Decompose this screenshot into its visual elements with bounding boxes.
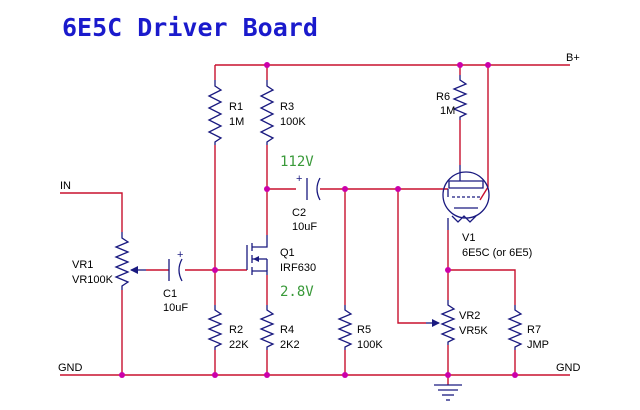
c2-value: 10uF bbox=[292, 221, 317, 233]
r3-value: 100K bbox=[280, 116, 306, 128]
r4-ref: R4 bbox=[280, 324, 294, 336]
mosfet-q1-symbol bbox=[246, 235, 268, 275]
capacitor-c2-symbol: + bbox=[296, 173, 321, 201]
drain-voltage-label: 112V bbox=[280, 154, 314, 170]
r2-value: 22K bbox=[229, 339, 249, 351]
r7-value: JMP bbox=[527, 339, 549, 351]
r4-value: 2K2 bbox=[280, 339, 300, 351]
capacitor-c1-symbol: + bbox=[168, 249, 183, 282]
r1-ref: R1 bbox=[229, 101, 243, 113]
potentiometer-vr2-symbol bbox=[440, 300, 456, 345]
v1-ref: V1 bbox=[462, 232, 475, 244]
tube-v1-symbol bbox=[442, 165, 490, 230]
c1-ref: C1 bbox=[163, 288, 177, 300]
vr1-ref: VR1 bbox=[72, 259, 93, 271]
vr2-ref: VR2 bbox=[459, 310, 480, 322]
junction-dots bbox=[119, 62, 518, 378]
net-label-gnd-left: GND bbox=[58, 362, 83, 374]
svg-text:+: + bbox=[177, 249, 183, 261]
r7-ref: R7 bbox=[527, 324, 541, 336]
resistor-r5-symbol bbox=[337, 305, 353, 350]
r1-value: 1M bbox=[229, 116, 244, 128]
resistor-r3-symbol bbox=[259, 80, 275, 145]
r6-ref: R6 bbox=[436, 91, 450, 103]
c2-ref: C2 bbox=[292, 207, 306, 219]
r5-value: 100K bbox=[357, 339, 383, 351]
vr2-value: VR5K bbox=[459, 325, 488, 337]
resistor-r1-symbol bbox=[207, 80, 223, 145]
ground-icon bbox=[434, 384, 462, 401]
v1-value: 6E5C (or 6E5) bbox=[462, 247, 532, 259]
resistor-r2-symbol bbox=[207, 305, 223, 350]
r3-ref: R3 bbox=[280, 101, 294, 113]
net-label-in: IN bbox=[60, 180, 71, 192]
r5-ref: R5 bbox=[357, 324, 371, 336]
c1-value: 10uF bbox=[163, 302, 188, 314]
q1-ref: Q1 bbox=[280, 247, 295, 259]
net-label-b-plus: B+ bbox=[566, 52, 580, 64]
vr1-value: VR100K bbox=[72, 274, 114, 286]
svg-text:+: + bbox=[296, 173, 302, 185]
r2-ref: R2 bbox=[229, 324, 243, 336]
q1-value: IRF630 bbox=[280, 262, 316, 274]
r6-value: 1M bbox=[440, 105, 455, 117]
resistor-r7-symbol bbox=[507, 305, 523, 350]
potentiometer-vr1-symbol bbox=[114, 232, 130, 290]
page-title: 6E5C Driver Board bbox=[62, 13, 318, 42]
resistor-r4-symbol bbox=[259, 305, 275, 350]
source-voltage-label: 2.8V bbox=[280, 284, 314, 300]
resistor-r6-symbol bbox=[452, 75, 468, 120]
net-label-gnd-right: GND bbox=[556, 362, 581, 374]
